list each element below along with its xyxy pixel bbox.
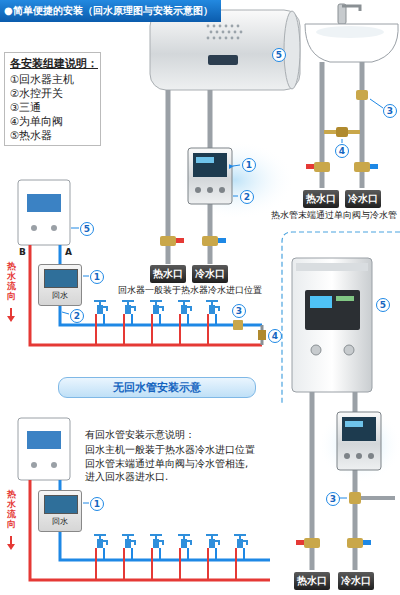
port-label: 热水口 bbox=[294, 572, 330, 590]
port-label: 冷水口 bbox=[338, 572, 374, 590]
note-heading: 有回水管安装示意说明： bbox=[85, 428, 195, 442]
flow-label: 热水流向 bbox=[7, 490, 16, 530]
legend-box: 各安装组建说明： ①回水器主机②水控开关③三通④为单向阀⑤热水器 bbox=[4, 52, 101, 146]
port-letter: B bbox=[19, 247, 26, 257]
callout-number: 1 bbox=[90, 270, 104, 284]
title-banner: ●简单便捷的安装（回水原理图与安装示意图） bbox=[0, 0, 221, 22]
flow-label: 热水流向 bbox=[7, 262, 16, 302]
port-label: 热水口 bbox=[150, 265, 186, 283]
node-text: ③三通 bbox=[10, 100, 95, 114]
recirculator-unit: 回水 bbox=[38, 490, 82, 532]
node-text: ⑤热水器 bbox=[10, 128, 95, 142]
callout-number: 2 bbox=[240, 190, 254, 204]
port-label: 冷水口 bbox=[345, 190, 381, 208]
port-label: 冷水口 bbox=[192, 265, 228, 283]
port-letter: A bbox=[65, 247, 72, 257]
caption-note: 热水管末端通过单向阀与冷水管 bbox=[271, 210, 397, 222]
recirculator-unit: 回水 bbox=[38, 264, 82, 306]
node-text: 冷水口 bbox=[341, 574, 371, 588]
port-label: 热水口 bbox=[303, 190, 339, 208]
node-text: 无回水管安装示意 bbox=[65, 380, 249, 395]
callout-number: 3 bbox=[326, 492, 340, 506]
node-text: 回水 bbox=[39, 290, 81, 301]
node-text: 回水 bbox=[39, 516, 81, 527]
node-text: 各安装组建说明： bbox=[10, 56, 95, 70]
node-text: ①回水器主机 bbox=[10, 72, 95, 86]
node-text: 冷水口 bbox=[195, 267, 225, 281]
section-banner: 无回水管安装示意 bbox=[58, 377, 256, 398]
node-text: ②水控开关 bbox=[10, 86, 95, 100]
node-text: 热水口 bbox=[297, 574, 327, 588]
callout-number: 5 bbox=[376, 298, 390, 312]
node-text: ④为单向阀 bbox=[10, 114, 95, 128]
callout-number: 3 bbox=[383, 104, 397, 118]
callout-number: 1 bbox=[242, 158, 256, 172]
node-text: 冷水口 bbox=[348, 192, 378, 206]
caption-note: 回水器一般装于热水器冷水进口位置 bbox=[118, 284, 262, 297]
callout-number: 2 bbox=[70, 309, 84, 323]
callout-number: 3 bbox=[232, 304, 246, 318]
callout-number: 5 bbox=[272, 48, 286, 62]
callout-number: 4 bbox=[335, 144, 349, 158]
node-text: 热水口 bbox=[153, 267, 183, 281]
note-body: 回水主机一般装于热水器冷水进口位置 回水管末端通过单向阀与冷水管相连, 进入回水… bbox=[85, 443, 259, 484]
callout-number: 4 bbox=[268, 329, 282, 343]
callout-number: 5 bbox=[80, 222, 94, 236]
callout-number: 1 bbox=[90, 497, 104, 511]
node-text: 热水口 bbox=[306, 192, 336, 206]
